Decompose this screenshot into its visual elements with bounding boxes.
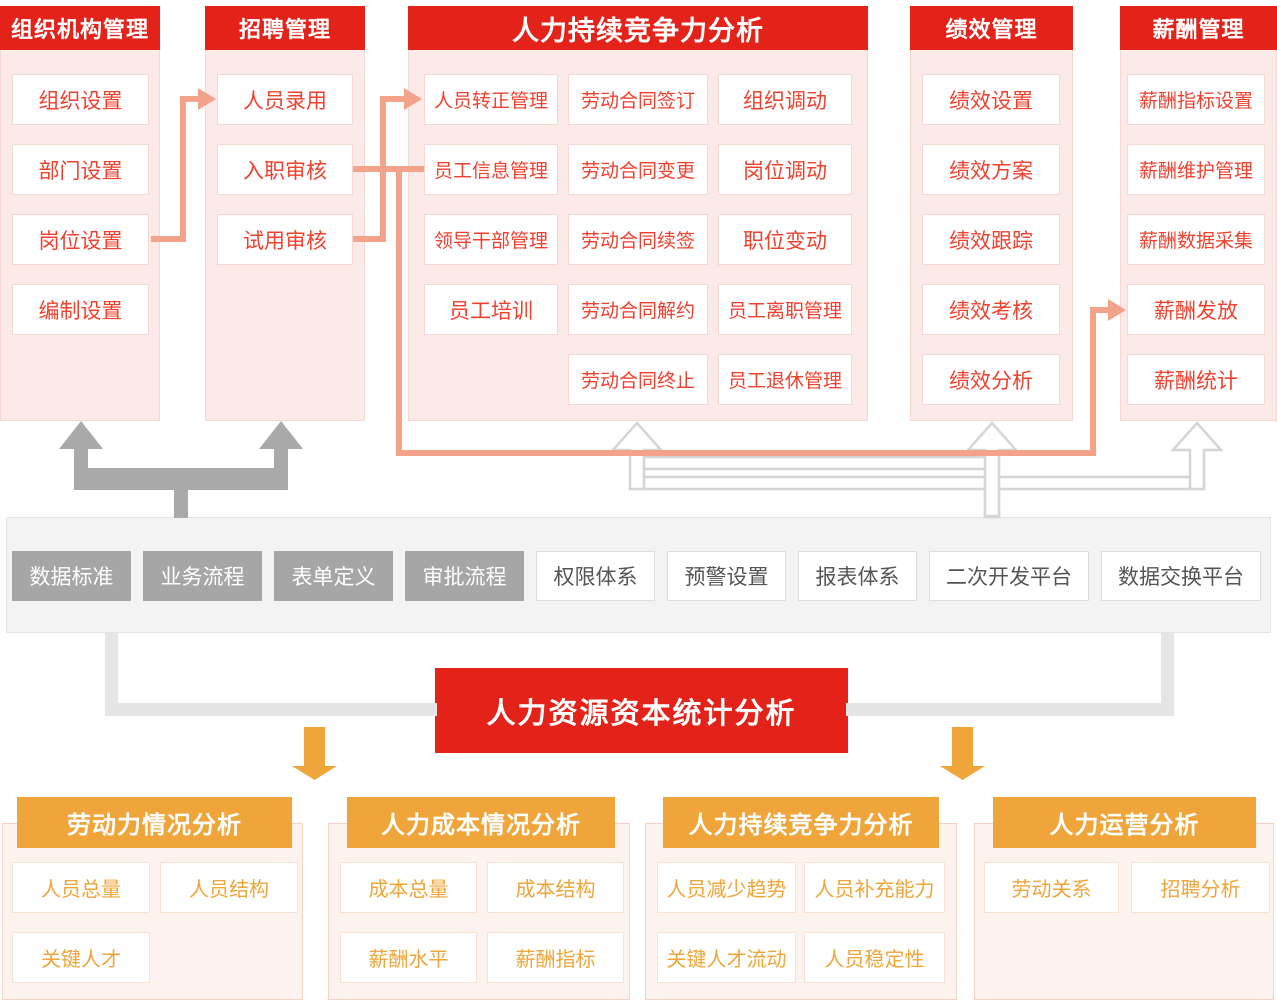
up-arrow-icon — [1170, 421, 1224, 491]
down-arrow-icon — [292, 727, 337, 780]
analysis-box: 人员补充能力 — [804, 862, 945, 913]
analysis-box: 劳动关系 — [984, 862, 1119, 913]
header-operation-analysis: 人力运营分析 — [993, 797, 1256, 848]
up-arrow-icon — [59, 421, 103, 449]
platform-item: 审批流程 — [405, 551, 524, 601]
module-box: 绩效设置 — [922, 74, 1060, 125]
header-compensation: 薪酬管理 — [1120, 6, 1277, 50]
platform-item: 预警设置 — [667, 551, 786, 601]
module-box: 员工离职管理 — [718, 284, 852, 335]
analysis-box: 薪酬指标 — [487, 932, 624, 983]
module-box: 薪酬维护管理 — [1127, 144, 1265, 195]
module-box: 薪酬数据采集 — [1127, 214, 1265, 265]
module-box: 试用审核 — [217, 214, 353, 265]
platform-item: 报表体系 — [798, 551, 917, 601]
module-box: 人员录用 — [217, 74, 353, 125]
module-box: 薪酬发放 — [1127, 284, 1265, 335]
module-box: 劳动合同续签 — [568, 214, 708, 265]
header-competitiveness-analysis: 人力持续竞争力分析 — [663, 797, 939, 848]
analysis-box: 成本总量 — [340, 862, 477, 913]
module-box: 绩效分析 — [922, 354, 1060, 405]
banner-hr-capital-analysis: 人力资源资本统计分析 — [435, 668, 848, 753]
header-organization: 组织机构管理 — [0, 6, 160, 50]
platform-up-arrow-group — [610, 421, 1224, 519]
analysis-box: 关键人才 — [12, 932, 150, 983]
platform-item: 二次开发平台 — [929, 551, 1089, 601]
module-box: 部门设置 — [12, 144, 149, 195]
module-box: 组织调动 — [718, 74, 852, 125]
module-box: 绩效方案 — [922, 144, 1060, 195]
up-arrow-icon — [610, 421, 664, 491]
module-box: 入职审核 — [217, 144, 353, 195]
platform-item: 数据标准 — [12, 551, 131, 601]
module-box: 领导干部管理 — [424, 214, 558, 265]
module-box: 员工培训 — [424, 284, 558, 335]
analysis-box: 人员结构 — [160, 862, 298, 913]
module-box: 绩效考核 — [922, 284, 1060, 335]
platform-item: 表单定义 — [274, 551, 393, 601]
module-box: 薪酬统计 — [1127, 354, 1265, 405]
header-performance: 绩效管理 — [910, 6, 1073, 50]
module-box: 组织设置 — [12, 74, 149, 125]
analysis-box: 人员总量 — [12, 862, 150, 913]
platform-item: 业务流程 — [143, 551, 262, 601]
header-competitiveness: 人力持续竞争力分析 — [408, 6, 868, 50]
platform-item: 权限体系 — [536, 551, 655, 601]
module-box: 劳动合同终止 — [568, 354, 708, 405]
header-cost-analysis: 人力成本情况分析 — [347, 797, 615, 848]
module-box: 职位变动 — [718, 214, 852, 265]
analysis-box: 成本结构 — [487, 862, 624, 913]
header-recruitment: 招聘管理 — [205, 6, 365, 50]
analysis-box: 人员减少趋势 — [657, 862, 796, 913]
module-box: 岗位调动 — [718, 144, 852, 195]
down-arrow-icon — [940, 727, 985, 780]
module-box: 劳动合同签订 — [568, 74, 708, 125]
up-arrow-icon — [965, 421, 1019, 518]
analysis-box: 关键人才流动 — [657, 932, 796, 983]
foundation-up-arrow-group — [59, 421, 303, 518]
module-box: 劳动合同解约 — [568, 284, 708, 335]
analysis-box: 薪酬水平 — [340, 932, 477, 983]
module-box: 绩效跟踪 — [922, 214, 1060, 265]
module-box: 人员转正管理 — [424, 74, 558, 125]
platform-item: 数据交换平台 — [1101, 551, 1261, 601]
module-box: 岗位设置 — [12, 214, 149, 265]
analysis-box: 人员稳定性 — [804, 932, 945, 983]
module-box: 员工信息管理 — [424, 144, 558, 195]
analysis-box: 招聘分析 — [1131, 862, 1270, 913]
module-box: 薪酬指标设置 — [1127, 74, 1265, 125]
header-workforce-analysis: 劳动力情况分析 — [17, 797, 292, 848]
module-box: 劳动合同变更 — [568, 144, 708, 195]
up-arrow-icon — [259, 421, 303, 449]
module-box: 员工退休管理 — [718, 354, 852, 405]
module-box: 编制设置 — [12, 284, 149, 335]
